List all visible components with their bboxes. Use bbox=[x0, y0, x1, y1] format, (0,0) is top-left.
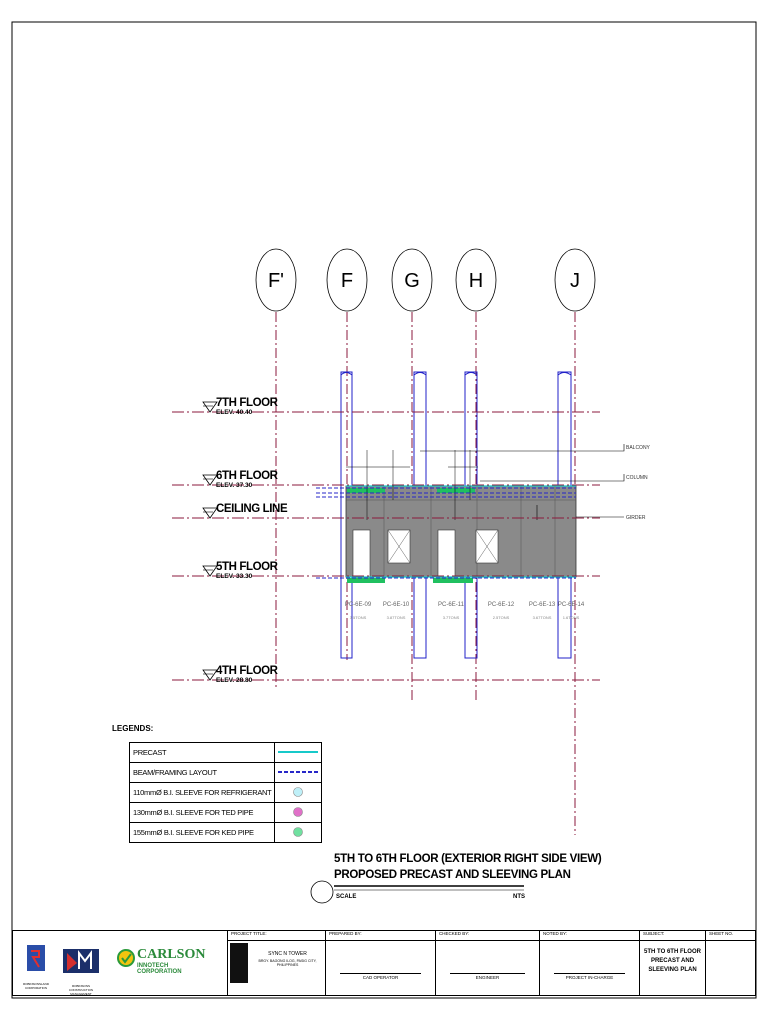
level-marker-icon bbox=[202, 565, 218, 577]
legend-row: 110mmØ B.I. SLEEVE FOR REFRIGERANT bbox=[128, 782, 323, 803]
level-marker-icon bbox=[202, 507, 218, 519]
floor-elevation: ELEV. 33.30 bbox=[216, 573, 253, 580]
grid-bubble-0 bbox=[255, 248, 297, 312]
legend-row: 130mmØ B.I. SLEEVE FOR TED PIPE bbox=[128, 802, 323, 823]
legend-row: 155mmØ B.I. SLEEVE FOR KED PIPE bbox=[128, 822, 323, 843]
prepared-role: CAD OPERATOR bbox=[362, 975, 399, 980]
floor-elevation: ELEV. 40.40 bbox=[216, 409, 253, 416]
legend-row: BEAM/FRAMING LAYOUT bbox=[128, 762, 323, 783]
subject-head: SUBJECT: bbox=[643, 931, 665, 936]
legend-text: 130mmØ B.I. SLEEVE FOR TED PIPE bbox=[128, 802, 276, 823]
panel-id: PC-6E-11 bbox=[438, 602, 465, 608]
sleeve-circle-icon bbox=[293, 826, 304, 837]
logo2-text: ROBINSONS CONSTRUCTION MANAGEMENT bbox=[68, 984, 94, 996]
prepared-by-head: PREPARED BY: bbox=[329, 931, 362, 936]
grid-bubble-2 bbox=[391, 248, 433, 312]
project-title-head: PROJECT TITLE: bbox=[231, 931, 267, 936]
subject-cell: SUBJECT: 5TH TO 6TH FLOOR PRECAST AND SL… bbox=[639, 931, 705, 995]
project-title-cell: PROJECT TITLE: SYNC N TOWER BRGY. BAGONG… bbox=[227, 931, 325, 995]
checked-by-head: CHECKED BY: bbox=[439, 931, 470, 936]
logo1-text: ROBINSONSLAND CORPORATION bbox=[23, 982, 50, 990]
scale-value: NTS bbox=[513, 894, 525, 900]
grid-label: J bbox=[570, 270, 580, 292]
legend-text: 110mmØ B.I. SLEEVE FOR REFRIGERANT bbox=[128, 782, 276, 803]
panel-weight: 2.5TONS bbox=[493, 615, 510, 620]
panel-id: PC-6E-13 bbox=[529, 602, 556, 608]
panel-id: PC-6E-09 bbox=[345, 602, 372, 608]
panel-id: PC-6E-12 bbox=[488, 602, 515, 608]
callout-girder: GIRDER bbox=[626, 515, 646, 521]
project-name: SYNC N TOWER bbox=[268, 951, 307, 957]
title-bubble bbox=[310, 880, 334, 904]
grid-bubble-4 bbox=[554, 248, 596, 312]
sheet-no-head: SHEET NO. bbox=[709, 931, 734, 936]
noted-by-cell: NOTED BY: PROJECT IN-CHARGE bbox=[539, 931, 639, 995]
legend-text: 155mmØ B.I. SLEEVE FOR KED PIPE bbox=[128, 822, 276, 843]
level-marker-icon bbox=[202, 669, 218, 681]
drawing-title-line2: PROPOSED PRECAST AND SLEEVING PLAN bbox=[334, 869, 571, 881]
logo3-title: CARLSON bbox=[137, 947, 206, 962]
floor-name: 5TH FLOOR bbox=[216, 561, 279, 573]
legends-label: LEGENDS: bbox=[112, 724, 154, 733]
noted-role: PROJECT IN-CHARGE bbox=[565, 975, 614, 980]
grid-bubble-3 bbox=[455, 248, 497, 312]
noted-by-head: NOTED BY: bbox=[543, 931, 568, 936]
logo3-sub: INNOTECH CORPORATION bbox=[137, 963, 182, 975]
precast-wall bbox=[345, 450, 577, 583]
panel-tags: PC-6E-09 3.5TONS PC-6E-10 3.87TONS PC-6E-11 3… bbox=[345, 602, 585, 620]
panel-id: PC-6E-14 bbox=[558, 602, 585, 608]
grid-bubble-1 bbox=[326, 248, 368, 312]
floor-elevation: ELEV. 37.30 bbox=[216, 482, 253, 489]
floor-name: 6TH FLOOR bbox=[216, 470, 279, 482]
beam-dashed-symbol bbox=[278, 771, 319, 773]
prepared-by-cell: PREPARED BY: CAD OPERATOR bbox=[325, 931, 435, 995]
carlson-logo: CARLSON INNOTECH CORPORATION bbox=[117, 945, 209, 985]
floor-elevation: ELEV. 28.80 bbox=[216, 677, 253, 684]
subject-text: 5TH TO 6TH FLOOR PRECAST AND SLEEVING PL… bbox=[644, 949, 701, 973]
panel-weight: 3.87TONS bbox=[387, 615, 406, 620]
precast-line-symbol bbox=[278, 751, 319, 753]
checked-role: ENGINEER bbox=[475, 975, 500, 980]
panel-weight: 1.6TONS bbox=[563, 615, 580, 620]
robinsons-land-logo: ROBINSONSLAND CORPORATION bbox=[23, 943, 50, 990]
drawing-title-line1: 5TH TO 6TH FLOOR (EXTERIOR RIGHT SIDE VI… bbox=[334, 853, 602, 865]
scale-label: SCALE bbox=[336, 894, 357, 900]
level-marker-icon bbox=[202, 474, 218, 486]
sleeve-circle-icon bbox=[293, 806, 304, 817]
beam-framing-lines bbox=[316, 487, 576, 579]
legend-row: PRECAST bbox=[128, 742, 323, 763]
sheet-border bbox=[11, 21, 757, 999]
sleeve-circle-icon bbox=[293, 786, 304, 797]
callout-leaders bbox=[420, 444, 625, 518]
panel-weight: 3.5TONS bbox=[350, 615, 367, 620]
floor-name: CEILING LINE bbox=[216, 503, 288, 515]
legend-text: BEAM/FRAMING LAYOUT bbox=[128, 762, 276, 783]
grid-label: G bbox=[404, 270, 420, 292]
panel-weight: 3.67TONS bbox=[533, 615, 552, 620]
panel-id: PC-6E-10 bbox=[383, 602, 410, 608]
title-block: ROBINSONSLAND CORPORATION ROBINSONS CONS… bbox=[12, 930, 756, 996]
grid-label: F' bbox=[268, 270, 284, 292]
callout-balcony: BALCONY bbox=[626, 445, 651, 451]
grid-label: H bbox=[469, 270, 483, 292]
level-marker-icon bbox=[202, 401, 218, 413]
panel-weight: 3.7TONS bbox=[443, 615, 460, 620]
tower-logo bbox=[230, 943, 248, 983]
grid-label: F bbox=[341, 270, 353, 292]
callout-column: COLUMN bbox=[626, 475, 648, 481]
robinsons-cm-logo: ROBINSONS CONSTRUCTION MANAGEMENT bbox=[61, 939, 101, 996]
floor-name: 4TH FLOOR bbox=[216, 665, 279, 677]
project-address: BRGY. BAGONG ILOG, PASIG CITY, PHILIPPIN… bbox=[258, 959, 317, 967]
floor-name: 7TH FLOOR bbox=[216, 397, 279, 409]
sheet-no-cell: SHEET NO. bbox=[705, 931, 755, 995]
checked-by-cell: CHECKED BY: ENGINEER bbox=[435, 931, 539, 995]
legend-text: PRECAST bbox=[128, 742, 276, 763]
